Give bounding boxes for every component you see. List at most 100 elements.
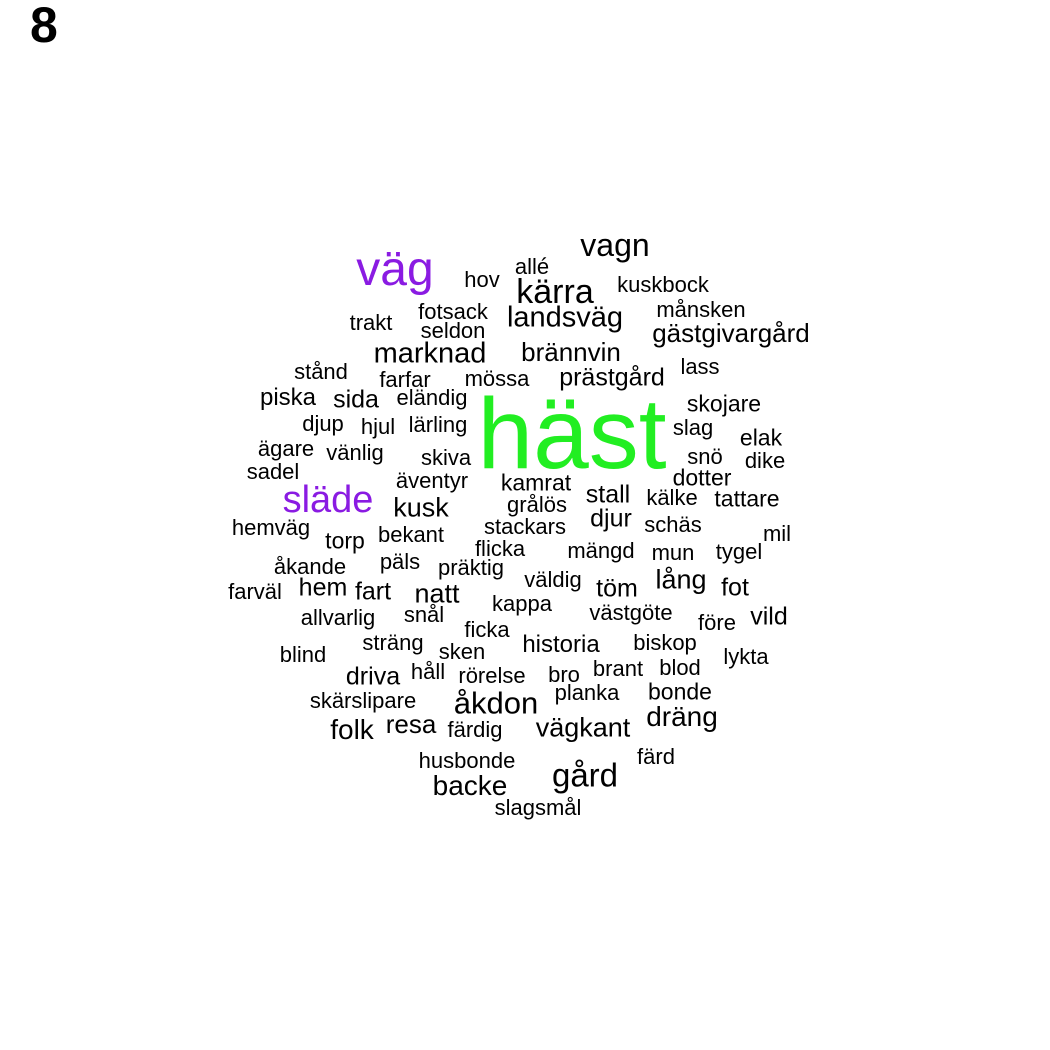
word-fotsack: fotsack (418, 299, 488, 324)
word-vanlig: vänlig (326, 440, 384, 465)
word-piska: piska (259, 384, 317, 411)
word-allvarlig: allvarlig (300, 605, 376, 630)
word-schas: schäs (644, 512, 702, 537)
word-rorelse: rörelse (458, 663, 526, 688)
word-stackars: stackars (484, 514, 566, 539)
word-historia: historia (522, 631, 600, 658)
word-fardig: färdig (447, 717, 503, 742)
word-seldon: seldon (420, 318, 486, 343)
word-hov: hov (464, 267, 500, 292)
word-brant: brant (592, 656, 644, 681)
word-blind: blind (279, 642, 327, 667)
word-sadel: sadel (246, 459, 300, 484)
word-dike: dike (744, 448, 786, 473)
word-kalke: kälke (646, 485, 698, 510)
word-mangd: mängd (567, 538, 635, 563)
word-alle: allé (514, 254, 550, 279)
word-trakt: trakt (349, 310, 393, 335)
word-kusk: kusk (393, 492, 449, 523)
word-stand: stånd (294, 359, 348, 384)
word-mun: mun (651, 540, 695, 565)
word-hall: håll (410, 659, 446, 684)
word-agare: ägare (257, 436, 315, 461)
word-djur: djur (590, 504, 632, 533)
word-kamrat: kamrat (500, 469, 572, 496)
word-fard: färd (637, 744, 675, 769)
word-aventyr: äventyr (395, 468, 469, 493)
word-snal: snål (403, 602, 445, 627)
word-vastgote: västgöte (589, 600, 673, 625)
word-fot: fot (721, 573, 749, 602)
panel-label: 8 (30, 0, 58, 53)
word-valdig: väldig (524, 567, 582, 592)
word-marknad: marknad (373, 337, 487, 370)
word-skarslipare: skärslipare (309, 688, 417, 713)
word-mossa: mössa (464, 366, 530, 391)
word-drang: dräng (646, 701, 718, 732)
word-tygel: tygel (715, 539, 763, 564)
word-vagn: vagn (580, 227, 650, 263)
word-dotter: dotter (672, 464, 732, 491)
word-elak: elak (739, 424, 783, 451)
word-mil: mil (762, 521, 792, 546)
word-natt: natt (414, 578, 460, 609)
word-larling: lärling (408, 412, 468, 437)
word-bekant: bekant (377, 522, 445, 547)
word-tattare: tattare (714, 485, 780, 512)
word-strang: sträng (362, 630, 424, 655)
word-sken: sken (438, 639, 486, 664)
word-blod: blod (659, 655, 701, 680)
word-sno: snö (687, 444, 723, 469)
word-bro: bro (548, 662, 580, 687)
word-vild: vild (750, 602, 788, 631)
word-fore: före (698, 610, 736, 635)
word-vag: väg (356, 243, 434, 296)
word-backe: backe (432, 770, 508, 801)
word-stall: stall (585, 480, 631, 509)
word-lang: lång (655, 564, 707, 595)
word-skiva: skiva (420, 445, 472, 470)
word-slag: slag (672, 415, 714, 440)
word-landsvag: landsväg (506, 301, 624, 334)
word-sida: sida (333, 385, 379, 414)
word-hast: häst (477, 378, 667, 490)
word-skojare: skojare (686, 390, 762, 417)
word-bonde: bonde (648, 678, 712, 705)
word-akande: åkande (273, 554, 347, 579)
word-hem: hem (298, 573, 348, 602)
word-biskop: biskop (633, 630, 697, 655)
word-resa: resa (385, 709, 437, 739)
word-gralos: grålös (507, 492, 567, 517)
word-gard: gård (551, 756, 619, 794)
word-fart: fart (354, 577, 392, 606)
word-prastgard: prästgård (559, 363, 665, 392)
word-farfar: farfar (379, 367, 431, 392)
word-gastgivargard: gästgivargård (652, 318, 810, 348)
word-vagkant: vägkant (535, 712, 631, 743)
word-torp: torp (325, 527, 365, 554)
word-driva: driva (345, 662, 401, 691)
word-kuskbock: kuskbock (617, 272, 709, 297)
word-farval: farväl (228, 579, 282, 604)
word-djup: djup (302, 411, 344, 436)
word-elandig: eländig (396, 385, 468, 410)
word-lykta: lykta (723, 644, 769, 669)
word-hemvag: hemväg (231, 515, 311, 540)
word-slagsmal: slagsmål (494, 795, 582, 820)
word-planka: planka (554, 680, 620, 705)
word-brannvin: brännvin (521, 337, 621, 367)
word-kappa: kappa (492, 591, 552, 616)
word-hjul: hjul (360, 414, 396, 439)
word-pals: päls (379, 549, 421, 574)
word-ficka: ficka (464, 617, 510, 642)
word-tom: töm (596, 574, 638, 603)
word-praktig: präktig (437, 555, 505, 580)
word-lass: lass (680, 354, 720, 379)
word-flicka: flicka (474, 536, 526, 561)
word-husbonde: husbonde (418, 748, 516, 773)
word-folk: folk (330, 714, 374, 745)
word-slade: släde (282, 479, 374, 521)
word-mansken: månsken (656, 297, 746, 322)
word-karra: kärra (516, 273, 594, 311)
